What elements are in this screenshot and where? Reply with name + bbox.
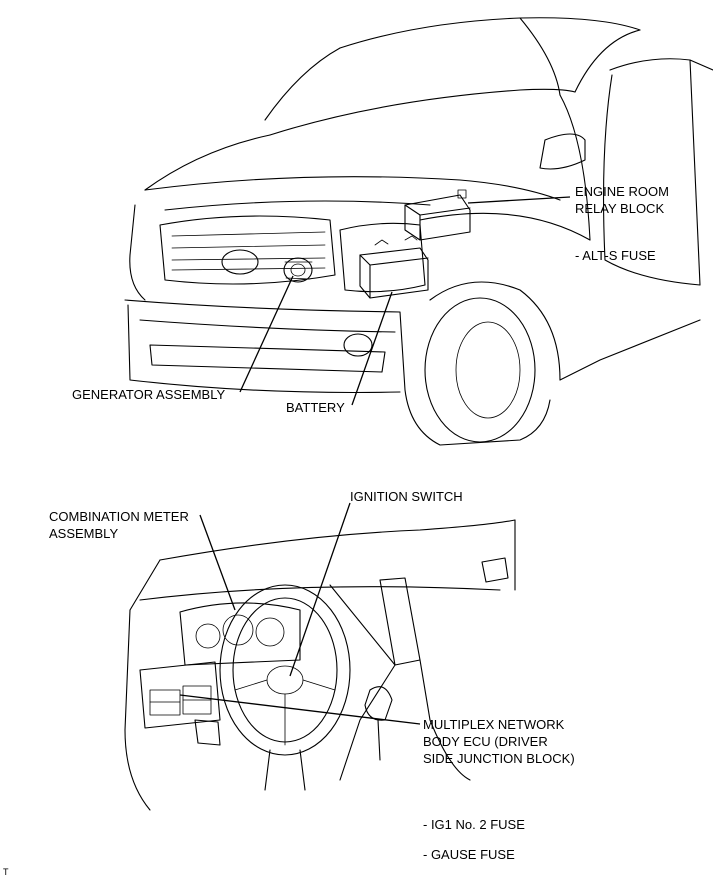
label-engine-room-line1: ENGINE ROOM [575, 184, 669, 199]
label-multiplex-line3: SIDE JUNCTION BLOCK) [423, 751, 575, 766]
label-multiplex-line2: BODY ECU (DRIVER [423, 734, 548, 749]
corner-mark: T [3, 867, 9, 877]
label-combination-meter: COMBINATION METER ASSEMBLY [49, 508, 189, 542]
truck-exterior-drawing [124, 17, 713, 446]
label-combination-meter-line2: ASSEMBLY [49, 526, 119, 541]
leader-ignition-switch [289, 502, 351, 677]
label-combination-meter-line1: COMBINATION METER [49, 509, 189, 524]
leader-generator [239, 275, 294, 393]
leader-combination-meter [199, 514, 236, 611]
label-multiplex-line1: MULTIPLEX NETWORK [423, 717, 565, 732]
label-engine-room-relay-block: ENGINE ROOM RELAY BLOCK [575, 183, 669, 217]
label-multiplex-network: MULTIPLEX NETWORK BODY ECU (DRIVER SIDE … [423, 716, 575, 767]
label-battery: BATTERY [286, 400, 345, 415]
dashboard-drawing [124, 519, 516, 811]
label-engine-room-line2: RELAY BLOCK [575, 201, 665, 216]
label-alt-s-fuse: - ALT-S FUSE [575, 248, 656, 263]
label-gause-fuse: - GAUSE FUSE [423, 847, 515, 862]
leader-battery [351, 291, 393, 406]
label-generator-assembly: GENERATOR ASSEMBLY [72, 387, 226, 402]
leader-relay-block [467, 196, 571, 204]
leader-multiplex-ecu [179, 694, 421, 725]
label-ig1-no2-fuse: - IG1 No. 2 FUSE [423, 817, 525, 832]
label-ignition-switch: IGNITION SWITCH [350, 489, 463, 504]
